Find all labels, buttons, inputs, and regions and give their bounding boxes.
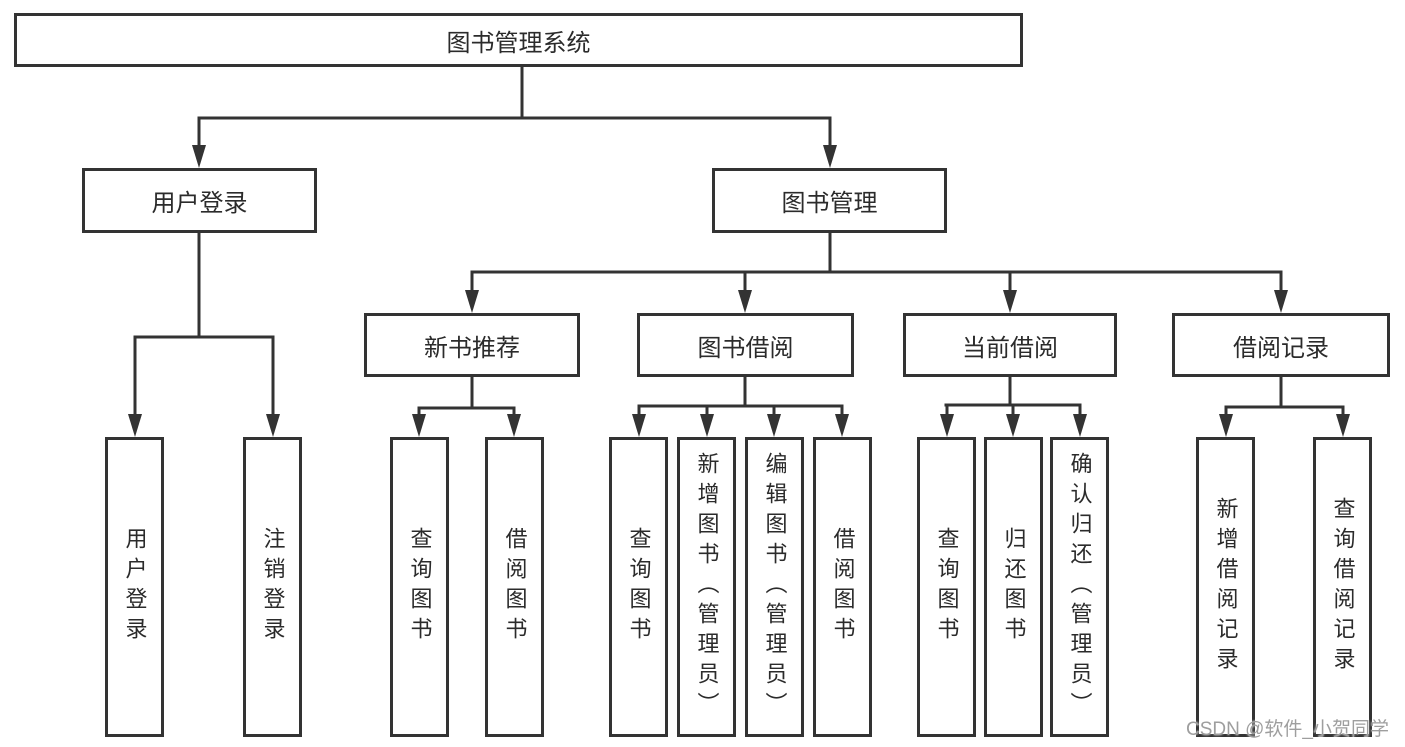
- leaf-bb-edit-books-admin-label: 编辑图书（管理员）: [762, 452, 788, 722]
- leaf-cur-query-books-label: 查询图书: [934, 527, 960, 647]
- leaf-log-query-borrow-record: 查询借阅记录: [1313, 437, 1372, 737]
- arrowhead-icon: [1219, 414, 1233, 437]
- arrowhead-icon: [1336, 414, 1350, 437]
- node-new-book-recommendation-label: 新书推荐: [424, 334, 520, 362]
- arrowhead-icon: [940, 414, 954, 437]
- leaf-bb-add-books-admin: 新增图书（管理员）: [677, 437, 736, 737]
- node-book-management-label: 图书管理: [781, 190, 878, 217]
- node-book-borrowing-label: 图书借阅: [697, 334, 794, 362]
- leaf-cur-return-books: 归还图书: [984, 437, 1043, 737]
- leaf-bb-borrow-books-label: 借阅图书: [830, 527, 856, 647]
- leaf-log-query-borrow-record-label: 查询借阅记录: [1330, 497, 1356, 677]
- leaf-cur-query-books: 查询图书: [917, 437, 976, 737]
- leaf-rec-query-books: 查询图书: [390, 437, 449, 737]
- leaf-logout: 注销登录: [243, 437, 302, 737]
- leaf-rec-borrow-books-label: 借阅图书: [502, 527, 528, 647]
- leaf-user-login: 用户登录: [105, 437, 164, 737]
- leaf-cur-return-books-label: 归还图书: [1001, 527, 1027, 647]
- arrowhead-icon: [128, 414, 142, 437]
- node-book-management-system: 图书管理系统: [14, 13, 1023, 67]
- leaf-user-login-label: 用户登录: [122, 527, 148, 647]
- node-current-borrowing: 当前借阅: [903, 313, 1117, 377]
- node-book-management: 图书管理: [712, 168, 947, 233]
- leaf-log-add-borrow-record-label: 新增借阅记录: [1213, 497, 1239, 677]
- leaf-rec-query-books-label: 查询图书: [407, 527, 433, 647]
- arrowhead-icon: [507, 414, 521, 437]
- leaf-log-add-borrow-record: 新增借阅记录: [1196, 437, 1255, 737]
- leaf-rec-borrow-books: 借阅图书: [485, 437, 544, 737]
- leaf-cur-confirm-return-admin: 确认归还（管理员）: [1050, 437, 1109, 737]
- leaf-logout-label: 注销登录: [260, 527, 286, 647]
- arrowhead-icon: [823, 145, 837, 168]
- leaf-cur-confirm-return-admin-label: 确认归还（管理员）: [1067, 452, 1093, 722]
- arrowhead-icon: [1006, 414, 1020, 437]
- leaf-bb-borrow-books: 借阅图书: [813, 437, 872, 737]
- leaf-bb-query-books-label: 查询图书: [626, 527, 652, 647]
- node-book-borrowing: 图书借阅: [637, 313, 854, 377]
- leaf-bb-query-books: 查询图书: [609, 437, 668, 737]
- arrowhead-icon: [1274, 290, 1288, 313]
- node-user-login: 用户登录: [82, 168, 317, 233]
- arrowhead-icon: [1073, 414, 1087, 437]
- leaf-bb-edit-books-admin: 编辑图书（管理员）: [745, 437, 804, 737]
- arrowhead-icon: [412, 414, 426, 437]
- arrowhead-icon: [266, 414, 280, 437]
- arrowhead-icon: [767, 414, 781, 437]
- node-borrowing-records: 借阅记录: [1172, 313, 1390, 377]
- arrowhead-icon: [192, 145, 206, 168]
- node-borrowing-records-label: 借阅记录: [1233, 334, 1329, 362]
- arrowhead-icon: [700, 414, 714, 437]
- leaf-bb-add-books-admin-label: 新增图书（管理员）: [694, 452, 720, 722]
- node-current-borrowing-label: 当前借阅: [962, 334, 1058, 362]
- node-new-book-recommendation: 新书推荐: [364, 313, 580, 377]
- arrowhead-icon: [738, 290, 752, 313]
- arrowhead-icon: [465, 290, 479, 313]
- csdn-watermark: CSDN @软件_小贺同学: [1186, 719, 1389, 740]
- node-user-login-label: 用户登录: [151, 190, 248, 217]
- arrowhead-icon: [632, 414, 646, 437]
- arrowhead-icon: [1003, 290, 1017, 313]
- arrowhead-icon: [835, 414, 849, 437]
- node-book-management-system-label: 图书管理系统: [446, 29, 591, 57]
